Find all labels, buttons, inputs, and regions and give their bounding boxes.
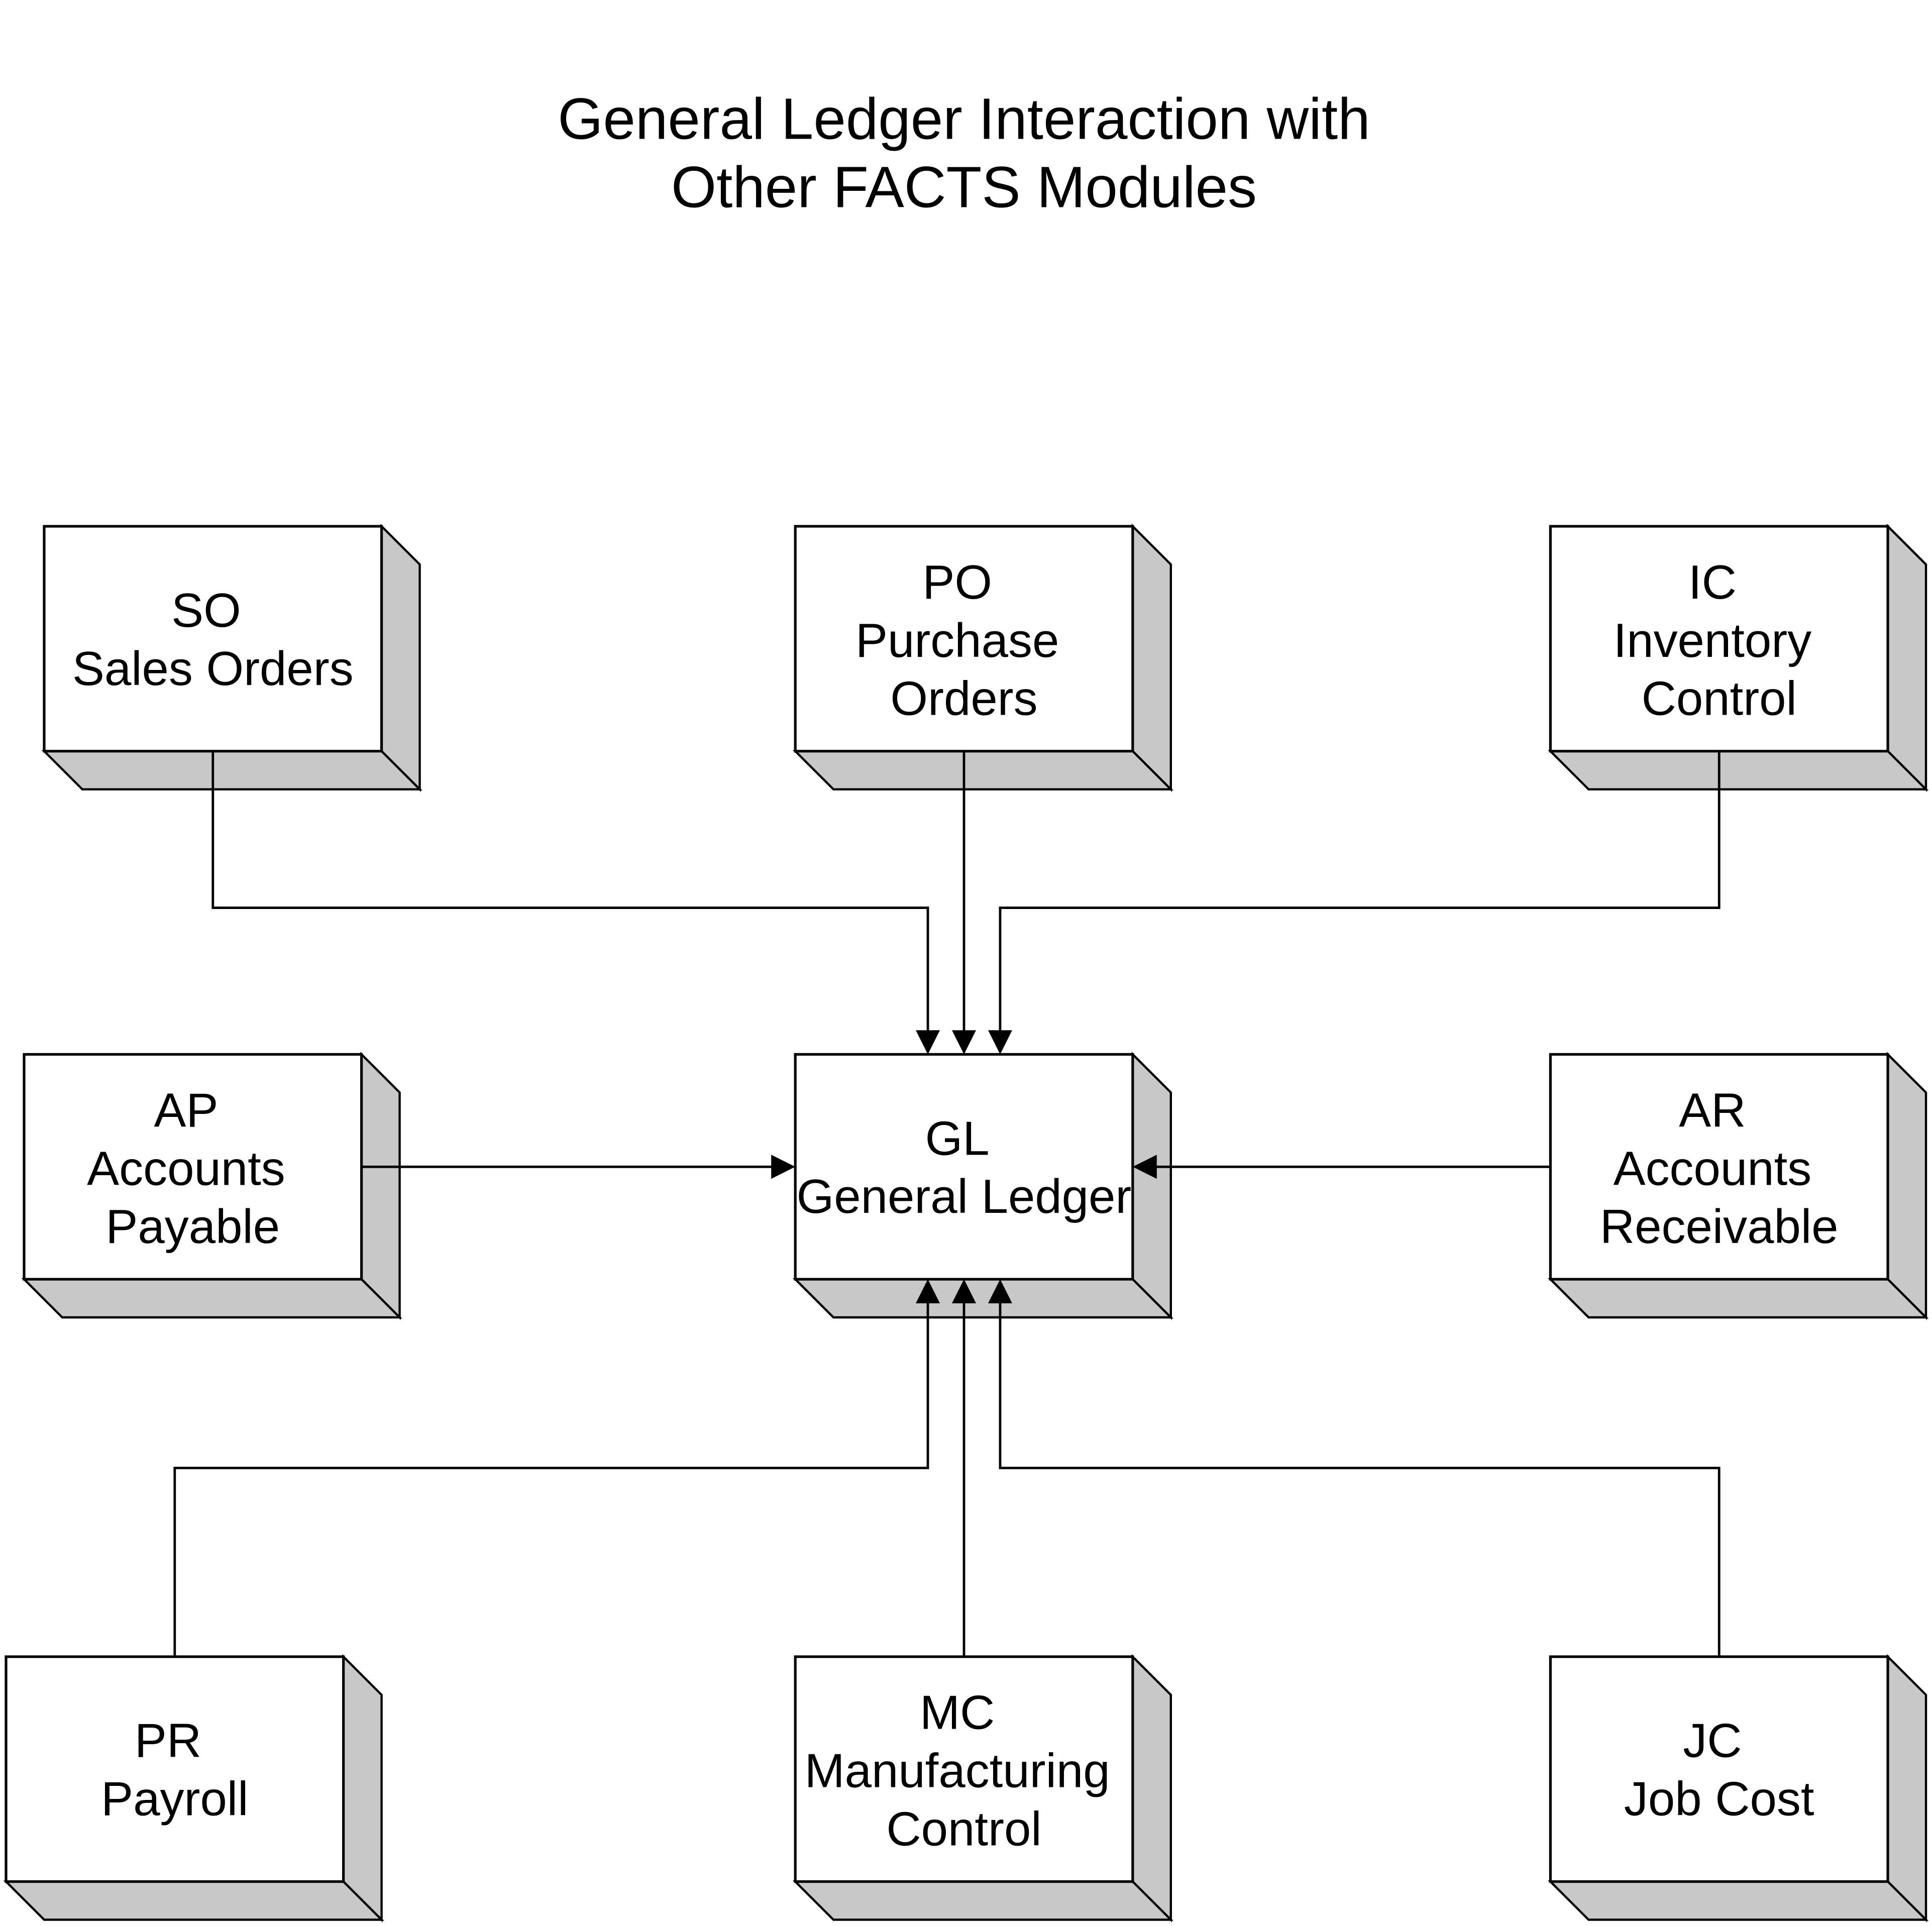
node-mc-label-line-1: MC — [920, 1686, 995, 1740]
node-ap-depth-bottom — [21, 1278, 402, 1319]
node-ar-label-line-2: Accounts — [1614, 1142, 1812, 1195]
node-mc-face — [794, 1655, 1134, 1883]
node-jc-face — [1549, 1655, 1889, 1883]
node-pr-label-line-2: Payroll — [101, 1772, 248, 1826]
arrowhead-po-gl — [952, 1030, 976, 1055]
node-ap-label-line-3: Payable — [105, 1200, 280, 1254]
arrowhead-ap-gl — [771, 1155, 796, 1179]
node-ar-label: AR Accounts Receivable — [1600, 1083, 1839, 1254]
node-ar-depth-bottom — [1548, 1278, 1929, 1319]
node-po-label-line-1: PO — [922, 555, 992, 609]
node-ar: AR Accounts Receivable — [1548, 1052, 1929, 1320]
node-po-label-line-2: Purchase — [855, 614, 1059, 667]
node-ic-face — [1549, 525, 1889, 753]
arrowhead-jc-gl — [988, 1279, 1012, 1304]
node-so-label: SO Sales Orders — [72, 584, 354, 696]
node-jc: JC Job Cost — [1548, 1654, 1929, 1922]
edge-jc-gl — [999, 1281, 1721, 1657]
node-mc-label-line-2: Manufacturing — [805, 1744, 1110, 1798]
node-gl: GL General Ledger — [792, 1052, 1174, 1320]
node-ar-label-line-3: Receivable — [1600, 1200, 1839, 1254]
diagram-title: General Ledger Interaction with Other FA… — [558, 86, 1370, 219]
node-so-label-line-2: Sales Orders — [72, 642, 354, 696]
arrowhead-pr-gl — [916, 1279, 940, 1304]
node-so-depth-right — [380, 523, 421, 792]
node-gl-depth-right — [1131, 1052, 1172, 1320]
node-ic-depth-right — [1886, 523, 1927, 792]
node-mc-depth-right — [1131, 1654, 1172, 1922]
arrowhead-ic-gl — [988, 1030, 1012, 1055]
node-ic: IC Inventory Control — [1548, 523, 1929, 792]
node-po-label-line-3: Orders — [890, 672, 1037, 726]
node-jc-label-line-2: Job Cost — [1624, 1772, 1814, 1826]
node-mc-label-line-3: Control — [886, 1802, 1041, 1856]
node-so: SO Sales Orders — [41, 523, 422, 792]
node-mc-depth-bottom — [792, 1880, 1174, 1921]
node-ic-label-line-1: IC — [1688, 555, 1737, 609]
arrowhead-mc-gl — [952, 1279, 976, 1304]
node-pr-depth-right — [342, 1654, 383, 1922]
title-line-1: General Ledger Interaction with — [558, 86, 1370, 151]
node-jc-label-line-1: JC — [1683, 1714, 1742, 1768]
node-pr-face — [5, 1655, 345, 1883]
node-gl-label-line-1: GL — [925, 1111, 990, 1165]
node-so-label-line-1: SO — [171, 584, 241, 637]
node-so-face — [43, 525, 383, 753]
node-gl-depth-bottom — [792, 1278, 1174, 1319]
node-jc-label: JC Job Cost — [1624, 1714, 1814, 1826]
edge-pr-gl — [173, 1281, 929, 1657]
node-mc: MC Manufacturing Control — [792, 1654, 1174, 1922]
arrowhead-so-gl — [916, 1030, 940, 1055]
node-gl-label: GL General Ledger — [797, 1111, 1132, 1223]
edge-ic-gl — [999, 751, 1721, 1053]
node-po-label: PO Purchase Orders — [855, 555, 1072, 726]
node-po: PO Purchase Orders — [792, 523, 1174, 792]
node-ap-label-line-2: Accounts — [87, 1142, 285, 1195]
edges — [173, 751, 1721, 1657]
node-jc-depth-right — [1886, 1654, 1927, 1922]
node-ic-label: IC Inventory Control — [1614, 555, 1825, 726]
arrowhead-ar-gl — [1132, 1155, 1157, 1179]
node-ar-depth-right — [1886, 1052, 1927, 1320]
node-pr-label-line-1: PR — [135, 1714, 201, 1768]
edge-so-gl — [211, 751, 929, 1053]
node-ic-label-line-3: Control — [1642, 672, 1797, 726]
node-ap-label-line-1: AP — [154, 1083, 218, 1137]
node-ic-depth-bottom — [1548, 750, 1929, 790]
node-ar-label-line-1: AR — [1679, 1083, 1746, 1137]
node-po-depth-right — [1131, 523, 1172, 792]
node-ap: AP Accounts Payable — [21, 1052, 402, 1320]
node-pr-label: PR Payroll — [101, 1714, 248, 1826]
node-ap-depth-right — [360, 1052, 401, 1320]
node-mc-label: MC Manufacturing Control — [805, 1686, 1124, 1856]
node-so-depth-bottom — [41, 750, 422, 790]
node-ic-label-line-2: Inventory — [1614, 614, 1812, 667]
node-ap-label: AP Accounts Payable — [87, 1083, 298, 1254]
node-pr: PR Payroll — [3, 1654, 384, 1922]
node-jc-depth-bottom — [1548, 1880, 1929, 1921]
node-po-depth-bottom — [792, 750, 1174, 790]
node-gl-face — [794, 1053, 1134, 1281]
node-ar-face — [1549, 1053, 1889, 1281]
node-gl-label-line-2: General Ledger — [797, 1170, 1132, 1223]
title-line-2: Other FACTS Modules — [671, 154, 1257, 219]
node-pr-depth-bottom — [3, 1880, 384, 1921]
node-ap-face — [23, 1053, 363, 1281]
